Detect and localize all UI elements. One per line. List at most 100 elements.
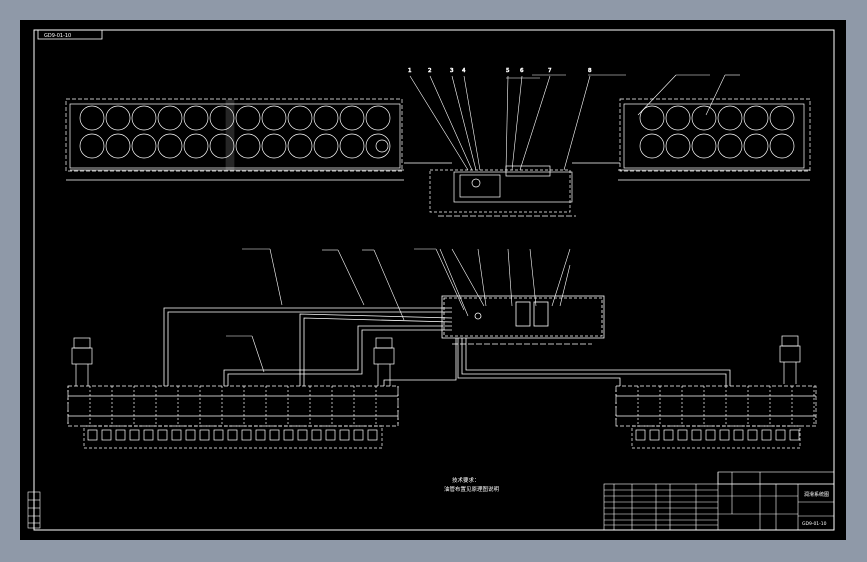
roller-drum bbox=[743, 105, 769, 131]
conveyor-bearing bbox=[339, 429, 350, 441]
roller-drum bbox=[183, 133, 209, 159]
roller-drum bbox=[287, 133, 313, 159]
pipe-line bbox=[461, 338, 727, 386]
roller-hub bbox=[375, 139, 389, 153]
conveyor-bearing bbox=[283, 429, 294, 441]
roller-drum bbox=[691, 133, 717, 159]
conveyor-bearing bbox=[115, 429, 126, 441]
roller-drum bbox=[79, 105, 105, 131]
conveyor-bearing bbox=[663, 429, 674, 441]
part-number-label: 6 bbox=[520, 68, 524, 74]
roller-drum bbox=[131, 105, 157, 131]
drawing-code: GD9-01-10 bbox=[802, 521, 827, 527]
part-leader-line bbox=[505, 75, 509, 171]
conveyor-frame bbox=[67, 385, 399, 427]
conveyor-frame bbox=[615, 385, 817, 427]
pipe-line bbox=[465, 338, 731, 386]
note-line-2: 油管布置见原理图说明 bbox=[444, 485, 500, 493]
roller-drum bbox=[717, 133, 743, 159]
part-number-label: 8 bbox=[588, 68, 592, 74]
bottom-conveyor-banks bbox=[67, 385, 817, 449]
note-line-1: 技术要求： bbox=[452, 476, 480, 484]
roller-drum bbox=[743, 133, 769, 159]
bottom-leader-labels bbox=[226, 248, 571, 373]
top-leader-labels bbox=[506, 74, 740, 116]
pipe-line bbox=[223, 325, 452, 386]
conveyor-base bbox=[83, 425, 383, 449]
part-leader-line bbox=[511, 75, 523, 171]
part-leader-line bbox=[519, 75, 551, 171]
roller-drum bbox=[313, 105, 339, 131]
drive-motors bbox=[71, 335, 801, 386]
roller-drum bbox=[235, 105, 261, 131]
part-number-label: 1 bbox=[408, 68, 412, 74]
conveyor-bearing bbox=[129, 429, 140, 441]
conveyor-bearing bbox=[255, 429, 266, 441]
conveyor-bearing bbox=[789, 429, 800, 441]
pipe-line bbox=[303, 317, 453, 386]
part-number-label: 4 bbox=[462, 68, 466, 74]
roller-drum bbox=[209, 105, 235, 131]
conveyor-bearing bbox=[87, 429, 98, 441]
conveyor-bearing bbox=[101, 429, 112, 441]
part-number-label: 5 bbox=[506, 68, 510, 74]
motor-body bbox=[71, 347, 93, 365]
conveyor-bearing bbox=[367, 429, 378, 441]
motor-body bbox=[779, 345, 801, 363]
conveyor-bearing bbox=[297, 429, 308, 441]
conveyor-base bbox=[631, 425, 801, 449]
conveyor-bearing bbox=[311, 429, 322, 441]
roller-drum bbox=[105, 133, 131, 159]
roller-drum bbox=[365, 133, 391, 159]
conveyor-bearing bbox=[635, 429, 646, 441]
roller-drum bbox=[339, 133, 365, 159]
conveyor-bearing bbox=[775, 429, 786, 441]
conveyor-bearing bbox=[157, 429, 168, 441]
roller-drum bbox=[665, 133, 691, 159]
part-leader-line bbox=[409, 75, 469, 171]
pipe-line bbox=[457, 338, 621, 386]
technical-notes: 技术要求： 油管布置见原理图说明 bbox=[444, 476, 500, 493]
roller-drum bbox=[261, 133, 287, 159]
conveyor-bearing bbox=[677, 429, 688, 441]
roller-drum bbox=[339, 105, 365, 131]
title-block-text: 润滑系统图 GD9-01-10 bbox=[802, 491, 829, 527]
roller-drum bbox=[769, 105, 795, 131]
motor-housing bbox=[73, 337, 91, 349]
roller-drum bbox=[365, 105, 391, 131]
drawing-border bbox=[33, 29, 835, 531]
pipe-line bbox=[383, 338, 457, 386]
roller-drum bbox=[287, 105, 313, 131]
conveyor-bearing bbox=[213, 429, 224, 441]
roller-drum bbox=[639, 133, 665, 159]
pipe-line bbox=[167, 311, 452, 386]
roller-drum bbox=[717, 105, 743, 131]
valve-block bbox=[441, 295, 605, 345]
conveyor-bearing bbox=[227, 429, 238, 441]
roller-drum bbox=[691, 105, 717, 131]
part-number-label: 2 bbox=[428, 68, 432, 74]
roller-drum bbox=[313, 133, 339, 159]
conveyor-bearing bbox=[241, 429, 252, 441]
part-number-label: 7 bbox=[548, 68, 552, 74]
motor-body bbox=[373, 347, 395, 365]
conveyor-bearing bbox=[649, 429, 660, 441]
conveyor-bearing bbox=[733, 429, 744, 441]
part-leader-line bbox=[563, 75, 591, 171]
part-leader-line bbox=[429, 75, 473, 171]
part-leader-line bbox=[451, 75, 477, 171]
conveyor-bearing bbox=[691, 429, 702, 441]
roller-drum bbox=[261, 105, 287, 131]
drawing-title: 润滑系统图 bbox=[804, 491, 829, 498]
conveyor-bearing bbox=[185, 429, 196, 441]
conveyor-bearing bbox=[325, 429, 336, 441]
motor-housing bbox=[781, 335, 799, 347]
top-right-roller-bank bbox=[618, 98, 811, 181]
conveyor-bearing bbox=[353, 429, 364, 441]
top-pump-station bbox=[404, 162, 620, 217]
roller-drum bbox=[209, 133, 235, 159]
roller-drum bbox=[131, 133, 157, 159]
